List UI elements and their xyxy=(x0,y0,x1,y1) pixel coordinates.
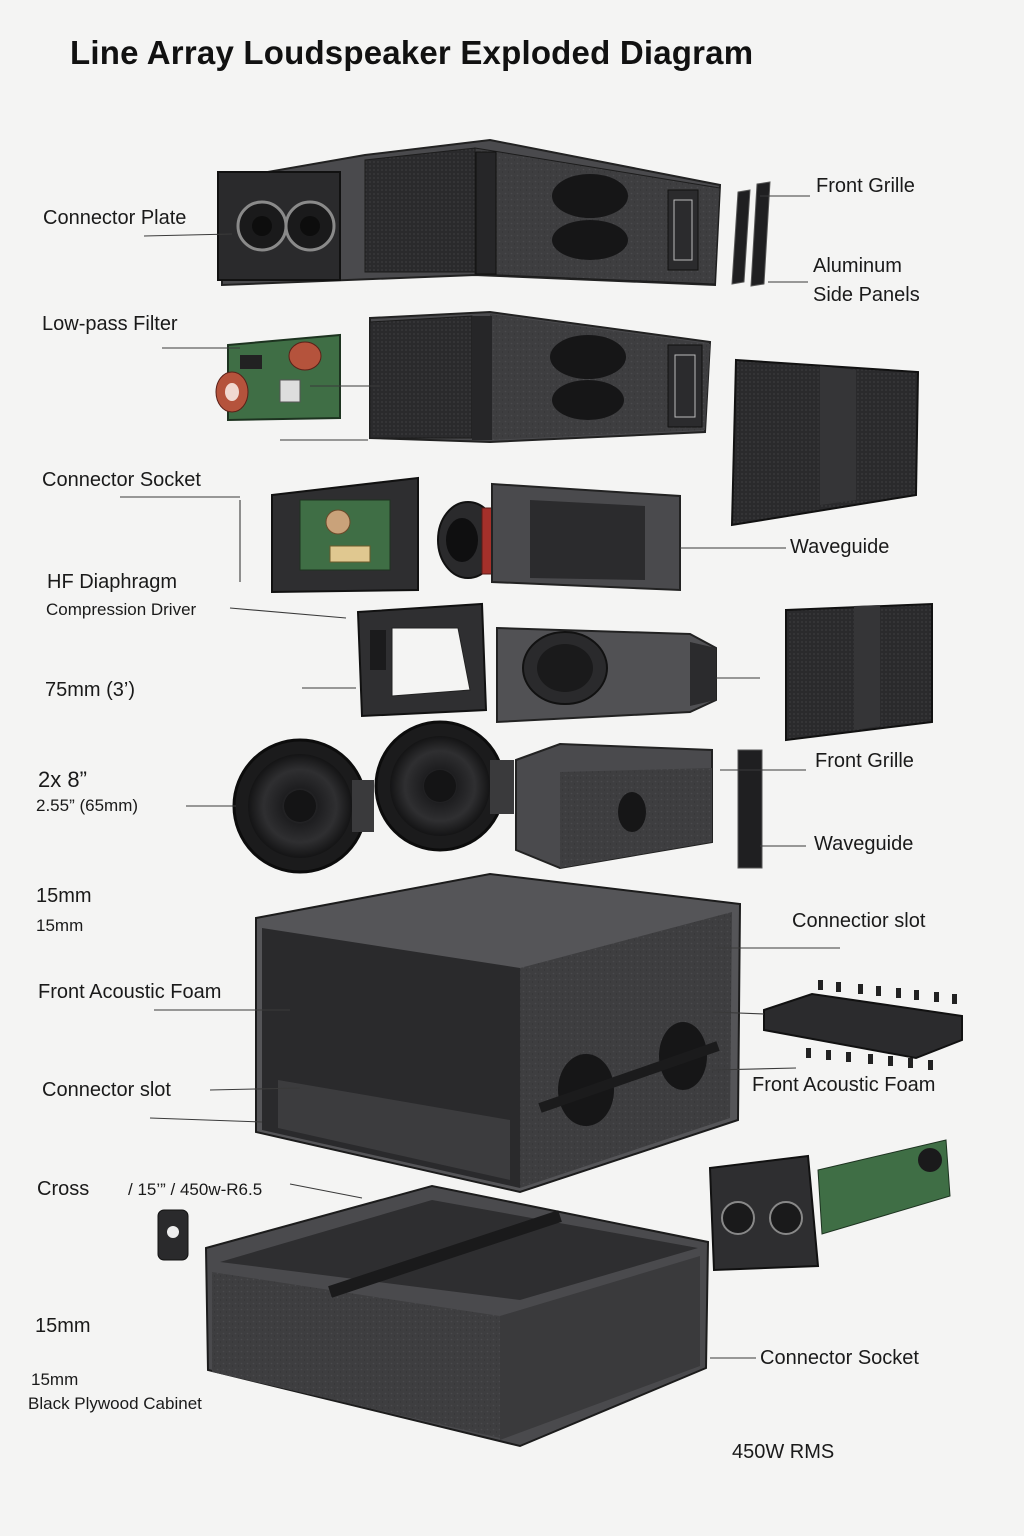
label-power-rating: 450W RMS xyxy=(732,1441,835,1463)
side-panel-strip-mid xyxy=(737,749,763,869)
label-cross-spec: / 15’” / 450w-R6.5 xyxy=(128,1180,263,1199)
screw-set-foam xyxy=(806,980,957,1070)
label-connector-socket-right: Connector Socket xyxy=(760,1347,919,1369)
front-grille-top-panel xyxy=(730,358,920,527)
label-waveguide-mid: Waveguide xyxy=(814,833,914,855)
label-15mm-a: 15mm xyxy=(36,885,92,907)
label-connector-plate: Connector Plate xyxy=(43,207,187,229)
page-title: Line Array Loudspeaker Exploded Diagram xyxy=(70,34,754,71)
connector-socket-module xyxy=(708,1139,951,1272)
woofer-left xyxy=(232,738,374,874)
label-connector-socket-left: Connector Socket xyxy=(42,469,201,491)
black-plywood-base-cabinet xyxy=(204,1184,710,1448)
label-connector-slot-left: Connector slot xyxy=(42,1079,171,1101)
label-compression-driver: Compression Driver xyxy=(46,600,197,619)
label-2-55: 2.55” (65mm) xyxy=(36,796,139,815)
front-grille-mid-panel xyxy=(785,602,933,742)
label-low-pass-filter: Low-pass Filter xyxy=(42,313,178,335)
label-15mm-c: 15mm xyxy=(35,1315,91,1337)
label-aluminum: Aluminum xyxy=(813,255,902,277)
label-connector-slot-right: Connectior slot xyxy=(792,910,926,932)
side-panel-strips-top xyxy=(731,181,771,287)
label-front-grille-top: Front Grille xyxy=(816,175,915,197)
connector-socket-bracket xyxy=(271,476,419,594)
acoustic-foam-block xyxy=(763,992,963,1060)
woofer-enclosure-box xyxy=(515,742,713,870)
label-15mm-d: 15mm xyxy=(31,1370,79,1389)
top-cabinet-module xyxy=(221,138,722,287)
label-2x8: 2x 8” xyxy=(38,767,87,792)
connector-plate-part xyxy=(217,171,341,281)
woofer-right xyxy=(374,720,514,852)
waveguide-horn-part xyxy=(496,626,717,724)
label-side-panels: Side Panels xyxy=(813,284,920,306)
mid-cabinet-module xyxy=(369,310,712,444)
label-waveguide-top: Waveguide xyxy=(790,536,890,558)
leader-lines xyxy=(120,195,840,1359)
label-front-acoustic-foam-right: Front Acoustic Foam xyxy=(752,1074,936,1096)
low-pass-filter-board xyxy=(215,333,341,422)
label-front-grille-mid: Front Grille xyxy=(815,750,914,772)
cross-bracket-part xyxy=(157,1209,189,1261)
label-15mm-b: 15mm xyxy=(36,916,84,935)
compression-driver-part xyxy=(437,482,681,592)
main-cabinet-shell xyxy=(255,872,742,1194)
label-front-acoustic-foam-left: Front Acoustic Foam xyxy=(38,981,222,1003)
label-75mm: 75mm (3’) xyxy=(45,679,136,701)
driver-mount-frame xyxy=(356,602,488,718)
label-black-plywood-cabinet: Black Plywood Cabinet xyxy=(28,1394,202,1413)
label-hf-diaphragm: HF Diaphragm xyxy=(47,571,178,593)
label-cross: Cross xyxy=(37,1178,90,1200)
